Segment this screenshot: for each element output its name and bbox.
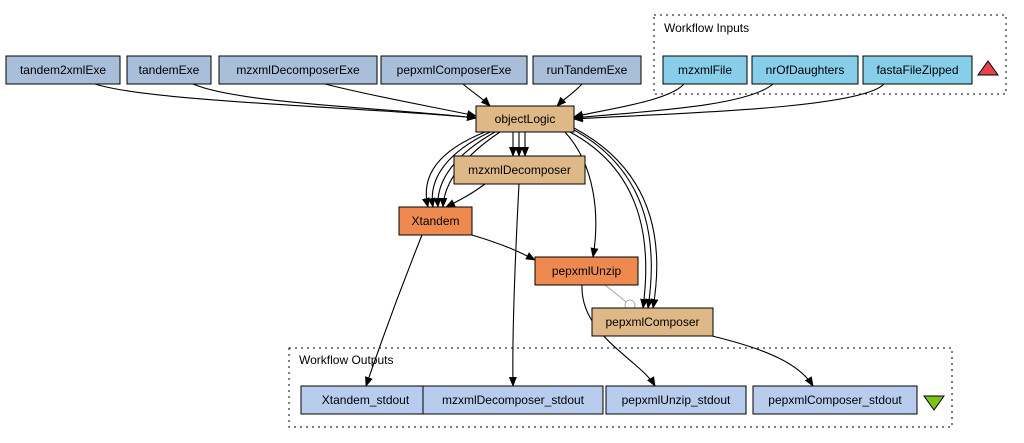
outputs-triangle-icon	[923, 395, 945, 411]
edge-path	[573, 127, 659, 309]
node-label: pepxmlUnzip_stdout	[622, 393, 731, 407]
edge-path	[365, 234, 423, 387]
node-mzxmlDecomposerExe[interactable]: mzxmlDecomposerExe	[218, 55, 378, 85]
node-label: runTandemExe	[547, 63, 628, 77]
edge-path	[573, 83, 774, 122]
edges-layer	[94, 83, 885, 387]
node-label: tandem2xmlExe	[20, 63, 106, 77]
node-fastaFileZipped[interactable]: fastaFileZipped	[862, 55, 973, 85]
edge-path	[581, 284, 656, 387]
node-box	[662, 55, 748, 85]
edge-objectLogic-to-pepxmlComposer	[569, 127, 659, 309]
edge-path	[573, 129, 654, 309]
node-box	[398, 206, 473, 236]
edge-pepxmlComposer-to-pepxmlComposer_stdout	[711, 335, 814, 387]
node-tandem2xmlExe[interactable]: tandem2xmlExe	[5, 55, 121, 85]
node-box	[591, 307, 714, 337]
edge-path	[569, 131, 649, 309]
nodes-layer: tandem2xmlExe tandemExe mzxmlDecomposerExe…	[5, 55, 973, 415]
node-box	[5, 55, 121, 85]
edge-objectLogic-to-pepxmlUnzip	[564, 131, 599, 258]
node-label: pepxmlUnzip	[552, 264, 622, 278]
node-box	[862, 55, 973, 85]
node-mzxmlFile[interactable]: mzxmlFile	[662, 55, 748, 85]
node-box	[534, 256, 639, 286]
node-Xtandem_stdout[interactable]: Xtandem_stdout	[300, 385, 431, 415]
node-label: mzxmlDecomposerExe	[236, 63, 360, 77]
edge-Xtandem-to-pepxmlUnzip	[471, 234, 536, 261]
edge-path	[573, 83, 685, 119]
node-label: pepxmlComposerExe	[397, 63, 512, 77]
node-label: Xtandem_stdout	[322, 393, 410, 407]
node-label: mzxmlDecomposer_stdout	[442, 393, 585, 407]
node-runTandemExe[interactable]: runTandemExe	[532, 55, 642, 85]
edge-pepxmlUnzip-to-pepxmlUnzip_stdout	[581, 284, 656, 387]
workflow-outputs-cluster: Workflow Outputs	[288, 347, 953, 428]
workflow-inputs-label: Workflow Inputs	[664, 21, 749, 35]
edge-tandemExe-to-objectLogic	[192, 83, 477, 121]
node-pepxmlUnzip_stdout[interactable]: pepxmlUnzip_stdout	[605, 385, 747, 415]
node-label: pepxmlComposer	[605, 315, 699, 329]
node-label: fastaFileZipped	[876, 63, 958, 77]
node-box	[453, 155, 586, 185]
edge-runTandemExe-to-objectLogic	[556, 83, 583, 107]
node-box	[422, 385, 604, 415]
edge-path	[508, 183, 520, 387]
node-box	[751, 55, 859, 85]
node-label: Xtandem	[411, 214, 459, 228]
edge-path	[573, 83, 885, 123]
node-pepxmlComposer[interactable]: pepxmlComposer	[591, 307, 714, 337]
inputs-triangle-icon	[977, 60, 999, 76]
node-box	[300, 385, 431, 415]
edge-pepxmlComposerExe-to-objectLogic	[462, 83, 491, 107]
node-box	[475, 105, 575, 133]
edge-mzxmlDecomposer-to-mzxmlDecomposer_stdout	[508, 183, 520, 387]
node-box	[605, 385, 747, 415]
edge-path	[556, 83, 583, 107]
edge-path	[604, 284, 636, 311]
node-objectLogic[interactable]: objectLogic	[475, 105, 575, 133]
edge-nrOfDaughters-to-objectLogic	[573, 83, 774, 122]
node-pepxmlUnzip[interactable]: pepxmlUnzip	[534, 256, 639, 286]
node-box	[218, 55, 378, 85]
node-pepxmlComposer_stdout[interactable]: pepxmlComposer_stdout	[752, 385, 918, 415]
edge-mzxmlDecomposer-to-Xtandem	[445, 183, 486, 208]
node-label: tandemExe	[139, 63, 200, 77]
edge-mzxmlFile-to-objectLogic	[573, 83, 685, 119]
edge-fastaFileZipped-to-objectLogic	[573, 83, 885, 123]
edge-path	[427, 131, 491, 208]
node-box	[126, 55, 212, 85]
node-pepxmlComposerExe[interactable]: pepxmlComposerExe	[380, 55, 528, 85]
edge-path	[445, 183, 486, 208]
edge-path	[471, 234, 536, 261]
node-mzxmlDecomposer_stdout[interactable]: mzxmlDecomposer_stdout	[422, 385, 604, 415]
edge-pepxmlUnzip-to-pepxmlComposer	[604, 284, 636, 311]
node-box	[532, 55, 642, 85]
node-label: mzxmlFile	[678, 63, 732, 77]
edge-path	[711, 335, 814, 387]
node-label: objectLogic	[495, 112, 556, 126]
edge-path	[462, 83, 491, 107]
edge-Xtandem-to-Xtandem_stdout	[365, 234, 423, 387]
edge-objectLogic-to-mzxmlDecomposer	[509, 132, 529, 157]
edge-path	[324, 83, 477, 118]
node-label: nrOfDaughters	[766, 63, 845, 77]
node-nrOfDaughters[interactable]: nrOfDaughters	[751, 55, 859, 85]
edge-path	[564, 131, 599, 258]
edge-mzxmlDecomposerExe-to-objectLogic	[324, 83, 477, 118]
workflow-outputs-label: Workflow Outputs	[299, 353, 393, 367]
edge-path	[433, 131, 496, 208]
workflow-inputs-cluster: Workflow Inputs	[653, 14, 1007, 95]
edge-path	[421, 131, 486, 208]
edge-path	[192, 83, 477, 121]
node-label: pepxmlComposer_stdout	[768, 393, 902, 407]
node-box	[752, 385, 918, 415]
node-mzxmlDecomposer[interactable]: mzxmlDecomposer	[453, 155, 586, 185]
node-tandemExe[interactable]: tandemExe	[126, 55, 212, 85]
node-label: mzxmlDecomposer	[468, 163, 571, 177]
node-box	[380, 55, 528, 85]
node-Xtandem[interactable]: Xtandem	[398, 206, 473, 236]
